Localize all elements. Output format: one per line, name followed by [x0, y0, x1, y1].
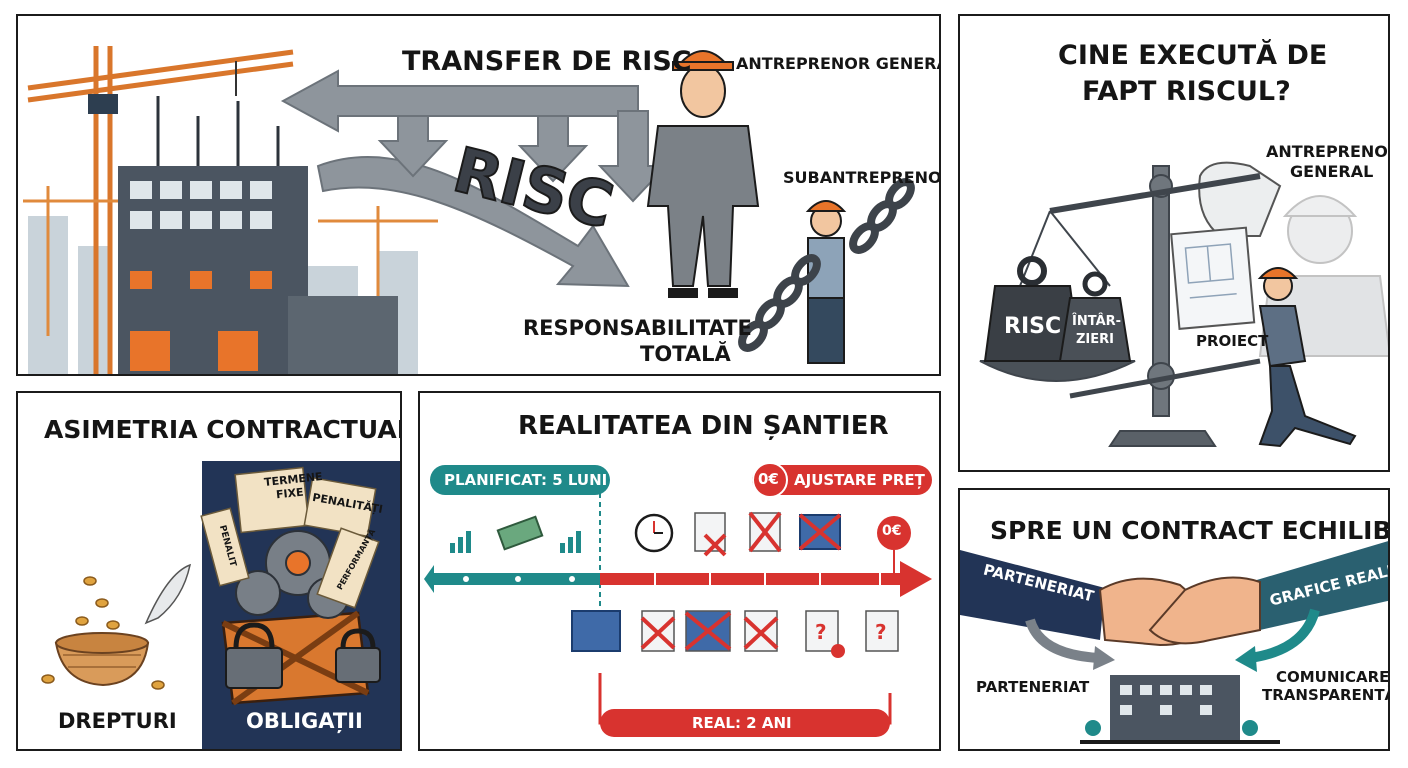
- document-bottom-icon: [641, 610, 899, 652]
- real-timeline-bar: [600, 573, 900, 585]
- general-contractor-figure: [646, 50, 760, 298]
- tree-icon: [1085, 720, 1258, 736]
- padlock-icon: [225, 622, 381, 689]
- chain-icon: [738, 178, 915, 352]
- alarm-clock-icon: [634, 513, 674, 553]
- handshake-icon: [1098, 576, 1261, 647]
- responsibility-total-label: TOTALĂ: [640, 342, 731, 366]
- zero-euro-marker: 0€: [882, 523, 902, 539]
- svg-text:?: ?: [815, 620, 827, 644]
- delays-weight-icon: [1058, 271, 1132, 362]
- building-icon: [118, 96, 398, 374]
- planned-pill: [430, 465, 610, 495]
- transparent-communication-label-1: COMUNICARE: [1276, 668, 1390, 686]
- asymmetry-illustration: [41, 466, 381, 706]
- rights-label: DREPTURI: [58, 709, 177, 733]
- right-sleeve: [1250, 541, 1388, 630]
- price-adjust-badge: 0€: [758, 470, 779, 488]
- who-executes-title-line1: CINE EXECUTĂ DE: [1058, 40, 1328, 71]
- site-reality-title: REALITATEA DIN ȘANTIER: [518, 411, 889, 441]
- delays-weight-label-2: ZIERI: [1076, 332, 1114, 347]
- left-sleeve: [960, 550, 1105, 640]
- panel-who-executes: CINE EXECUTĂ DE FAPT RISCUL? ANTREPRENOR…: [958, 14, 1390, 472]
- scale-illustration: [979, 161, 1388, 448]
- delays-weight-label-1: ÎNTÂR-: [1072, 314, 1122, 329]
- risk-weight-label: RISC: [1004, 314, 1062, 339]
- project-label: PROIECT: [1196, 332, 1269, 350]
- money-icon: [496, 515, 544, 551]
- general-contractor-label-2: ANTREPRENOR: [1266, 142, 1390, 161]
- blueprint-bottom-icon: [571, 610, 621, 652]
- risk-weight-icon: [983, 256, 1082, 362]
- panel-balanced-contract: SPRE UN CONTRACT ECHILIBRAT PARTENERIAT …: [958, 488, 1390, 751]
- price-adjust-label: AJUSTARE PREȚ: [794, 471, 925, 489]
- svg-text:?: ?: [875, 620, 887, 644]
- balanced-contract-title: SPRE UN CONTRACT ECHILIBRAT: [990, 516, 1390, 545]
- panel-asymmetry: ASIMETRIA CONTRACTUALĂ TERMENE FIXE PENA…: [16, 391, 402, 751]
- obligations-label: OBLIGAȚII: [246, 709, 363, 733]
- subcontractor-figure: [805, 200, 847, 364]
- risk-transfer-title: TRANSFER DE RISC: [402, 46, 692, 77]
- panel-risk-transfer: RISC TRANSFER DE RISC ANTREPR: [16, 14, 941, 376]
- timeline-illustration: ??: [424, 462, 932, 737]
- planned-label: PLANIFICAT: 5 LUNI: [444, 471, 608, 489]
- real-pill: [600, 709, 890, 737]
- subcontractor-label: SUBANTREPRENOR: [783, 168, 941, 187]
- basket-icon: [54, 632, 150, 687]
- transparent-communication-label-2: TRANSPARENTĂ: [1262, 686, 1390, 704]
- real-label: REAL: 2 ANI: [692, 714, 792, 732]
- price-adjust-pill: [752, 465, 932, 495]
- handshake-illustration: [960, 541, 1388, 744]
- scroll-icon: [200, 466, 380, 609]
- general-contractor-label-2b: GENERAL: [1290, 162, 1374, 181]
- risk-arrows-icon: [280, 69, 669, 288]
- building-bottom-icon: [1080, 675, 1280, 744]
- who-executes-title-line2: FAPT RISCUL?: [1082, 76, 1291, 107]
- hand-icon: [1198, 161, 1282, 237]
- responsibility-label: RESPONSABILITATE: [523, 316, 752, 340]
- balance-scale-icon: [979, 165, 1261, 447]
- feather-icon: [144, 563, 192, 625]
- coins-icon: [41, 576, 165, 690]
- zero-euro-circle: [877, 516, 911, 550]
- partnership-caption: PARTENERIAT: [976, 678, 1090, 696]
- asymmetry-title: ASIMETRIA CONTRACTUALĂ: [44, 415, 402, 444]
- growth-chart-icon: [450, 531, 581, 553]
- risk-transfer-illustration: RISC: [23, 46, 915, 374]
- blueprint-icon: [1170, 226, 1256, 330]
- worker-figure: [1257, 267, 1357, 448]
- panel-site-reality: ?? REALITATEA DIN ȘANTIER PLANIFICAT: 5 …: [418, 391, 941, 751]
- question-mark-icon: ??: [815, 620, 887, 644]
- general-contractor-label: ANTREPRENOR GENERAL: [736, 54, 941, 73]
